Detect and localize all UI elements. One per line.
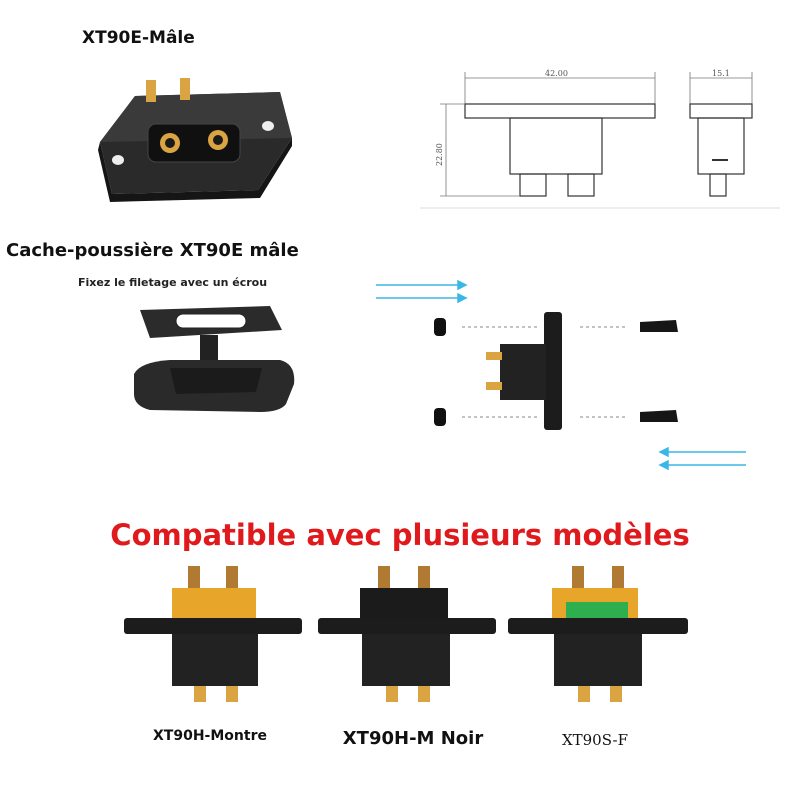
compatibility-title: Compatible avec plusieurs modèles xyxy=(110,518,690,552)
svg-text:22.80: 22.80 xyxy=(435,143,444,166)
arrow-right-icon xyxy=(376,279,468,304)
model-caption-xt90h-montre: XT90H-Montre xyxy=(153,728,267,744)
svg-text:15.1: 15.1 xyxy=(712,69,730,78)
xt90e-male-title: XT90E-Mâle xyxy=(82,28,195,48)
arrow-left-icon xyxy=(658,446,746,471)
dust-cover-note: Fixez le filetage avec un écrou xyxy=(78,276,268,289)
connector-xt90h-m-noir xyxy=(318,566,496,702)
dust-cover-title: Cache-poussière XT90E mâle xyxy=(6,240,299,261)
connector-xt90s-f xyxy=(508,566,688,702)
model-caption-xt90h-m-noir: XT90H-M Noir xyxy=(342,728,484,749)
model-caption-xt90s-f: XT90S-F xyxy=(561,731,629,749)
svg-text:42.00: 42.00 xyxy=(545,69,568,78)
connector-xt90h-montre xyxy=(124,566,302,702)
